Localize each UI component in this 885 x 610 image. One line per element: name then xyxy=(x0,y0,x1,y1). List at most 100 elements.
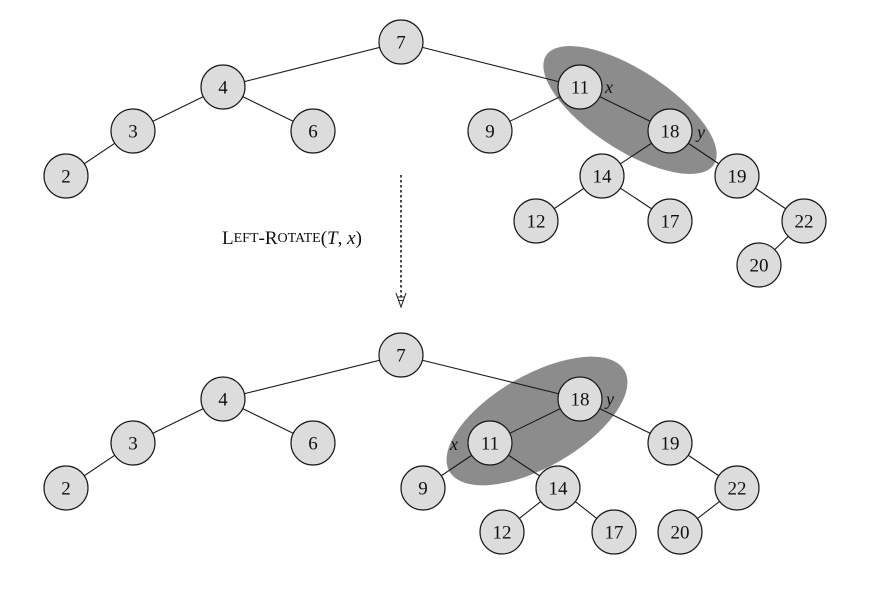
node-label: 12 xyxy=(493,523,512,544)
node-label: 14 xyxy=(549,479,569,500)
after-x-pointer-label: x xyxy=(449,434,458,454)
node-circle xyxy=(43,465,89,511)
node-label: 4 xyxy=(218,78,228,99)
node-label: 2 xyxy=(61,167,71,188)
edge-a7-a4 xyxy=(222,354,402,400)
before-highlight-ellipse xyxy=(543,46,717,174)
node-circle xyxy=(378,332,424,378)
node-label: 11 xyxy=(481,434,499,455)
op-initial-2: R xyxy=(265,228,278,249)
after-node-a22: 22 xyxy=(714,465,760,511)
before-node-b11: 11 xyxy=(557,64,603,110)
node-circle xyxy=(479,509,525,555)
after-node-a18: 18 xyxy=(557,376,603,422)
node-label: 18 xyxy=(571,390,590,411)
after-node-a14: 14 xyxy=(535,465,581,511)
edge-b7-b11 xyxy=(400,41,581,88)
after-y-pointer-label: y xyxy=(604,389,614,409)
node-label: 18 xyxy=(661,122,680,143)
node-label: 3 xyxy=(128,122,138,143)
after-node-a11: 11 xyxy=(467,420,513,466)
node-circle xyxy=(43,153,89,199)
op-arg-node: x xyxy=(346,228,356,249)
node-circle xyxy=(467,108,513,154)
before-node-b3: 3 xyxy=(110,108,156,154)
node-label: 11 xyxy=(571,78,589,99)
node-label: 20 xyxy=(750,256,769,277)
op-smallcaps-1: EFT xyxy=(234,231,259,246)
node-label: 22 xyxy=(795,212,814,233)
nodes-layer: 7 4 3 6 2 11 9 18 14 19 12 17 22 20 7 4 3 6 2 18 11 19 9 14 22 12… xyxy=(43,19,827,555)
node-label: 6 xyxy=(308,434,318,455)
before-y-pointer-label: y xyxy=(695,122,705,142)
edge-a7-a18 xyxy=(400,354,581,400)
node-label: 19 xyxy=(661,434,680,455)
after-node-a2: 2 xyxy=(43,465,89,511)
operation-arrow xyxy=(395,175,407,309)
node-label: 3 xyxy=(128,434,138,455)
op-hyphen: - xyxy=(259,228,265,249)
before-node-b17: 17 xyxy=(647,198,693,244)
op-arg-sep: , xyxy=(338,228,348,249)
before-node-b14: 14 xyxy=(579,153,625,199)
after-node-a20: 20 xyxy=(657,509,703,555)
node-circle xyxy=(535,465,581,511)
node-circle xyxy=(557,376,603,422)
after-node-a7: 7 xyxy=(378,332,424,378)
node-circle xyxy=(736,242,782,288)
node-circle xyxy=(591,509,637,555)
op-args-open: ( xyxy=(321,228,327,249)
op-initial-1: L xyxy=(222,228,234,249)
node-circle xyxy=(290,420,336,466)
node-circle xyxy=(200,376,246,422)
before-node-b4: 4 xyxy=(200,64,246,110)
node-circle xyxy=(557,64,603,110)
node-circle xyxy=(714,465,760,511)
node-circle xyxy=(290,108,336,154)
node-label: 2 xyxy=(61,479,71,500)
after-node-a9: 9 xyxy=(400,465,446,511)
node-label: 9 xyxy=(418,479,428,500)
node-circle xyxy=(513,198,559,244)
node-circle xyxy=(647,420,693,466)
node-circle xyxy=(110,108,156,154)
op-arg-tree: T xyxy=(327,228,339,249)
after-node-a4: 4 xyxy=(200,376,246,422)
node-circle xyxy=(467,420,513,466)
node-label: 7 xyxy=(396,346,406,367)
before-x-pointer-label: x xyxy=(604,77,613,97)
node-label: 7 xyxy=(396,33,406,54)
after-node-a17: 17 xyxy=(591,509,637,555)
node-label: 9 xyxy=(485,122,495,143)
edge-b7-b4 xyxy=(222,41,402,88)
before-node-b12: 12 xyxy=(513,198,559,244)
after-node-a6: 6 xyxy=(290,420,336,466)
node-label: 6 xyxy=(308,122,318,143)
before-node-b18: 18 xyxy=(647,108,693,154)
node-label: 22 xyxy=(728,479,747,500)
node-label: 19 xyxy=(728,167,747,188)
node-circle xyxy=(378,19,424,65)
before-node-b19: 19 xyxy=(714,153,760,199)
before-node-b22: 22 xyxy=(781,198,827,244)
node-label: 17 xyxy=(661,212,680,233)
before-node-b20: 20 xyxy=(736,242,782,288)
node-label: 4 xyxy=(218,390,228,411)
node-label: 17 xyxy=(605,523,624,544)
node-circle xyxy=(200,64,246,110)
node-circle xyxy=(781,198,827,244)
node-circle xyxy=(714,153,760,199)
after-node-a19: 19 xyxy=(647,420,693,466)
node-circle xyxy=(400,465,446,511)
node-circle xyxy=(579,153,625,199)
after-node-a12: 12 xyxy=(479,509,525,555)
node-circle xyxy=(647,108,693,154)
node-label: 20 xyxy=(671,523,690,544)
op-smallcaps-2: OTATE xyxy=(278,231,321,246)
node-circle xyxy=(647,198,693,244)
after-node-a3: 3 xyxy=(110,420,156,466)
before-node-b7: 7 xyxy=(378,19,424,65)
before-node-b6: 6 xyxy=(290,108,336,154)
node-circle xyxy=(657,509,703,555)
